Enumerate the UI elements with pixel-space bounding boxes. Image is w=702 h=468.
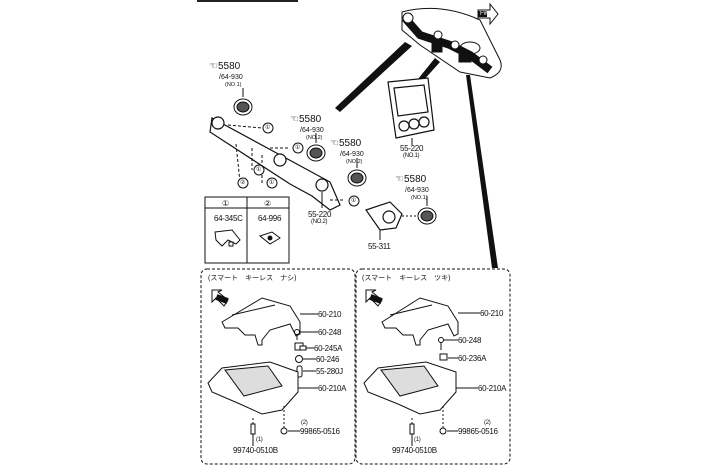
ref-part: /64-930 (219, 74, 243, 81)
right-screw2-part[interactable]: 99865-0516 (458, 427, 498, 436)
right-screw1-part[interactable]: 99740-0510B (392, 446, 437, 455)
ref-note: (NO.1) (225, 82, 242, 88)
part-60-246 (295, 355, 303, 363)
leader-wedge-left (335, 42, 412, 112)
left-label-4[interactable]: 55-280J (316, 367, 343, 376)
left-screw1-part[interactable]: 99740-0510B (233, 446, 278, 455)
callout-1: ① (295, 145, 301, 151)
vent-no2-a (306, 144, 326, 162)
screw-99740-right (409, 418, 415, 446)
left-box-title: (スマート キーレス ナシ) (208, 275, 297, 282)
ref-vent-no2-b[interactable]: ☜5580 /64-930 (NO.2) (330, 138, 364, 165)
clip-leaders (227, 124, 345, 201)
column-cover-upper-left (221, 297, 301, 346)
fwd-arrow-right-icon (365, 289, 383, 307)
part-60-236a (439, 353, 448, 361)
left-label-5[interactable]: 60-210A (318, 384, 347, 393)
left-screw2-qty: (2) (301, 420, 308, 426)
ref-part: /64-930 (340, 151, 364, 158)
callout-1: ① (351, 198, 357, 204)
right-label-1[interactable]: 60-248 (458, 336, 482, 345)
ref-note: (NO.2) (306, 135, 323, 141)
table-part-1[interactable]: 64-345C (214, 214, 243, 223)
part-60-245a (294, 342, 307, 351)
label-panel-lower[interactable]: 55-220 (308, 210, 332, 219)
ref-vent-no2-a[interactable]: ☜5580 /64-930 (NO.2) (290, 114, 324, 141)
screw-60-248-left (294, 329, 300, 340)
bezel-55-311 (365, 201, 403, 231)
ref-note: (NO.2) (346, 159, 363, 165)
left-detail-box (200, 268, 356, 465)
column-cover-lower-right (363, 361, 457, 415)
ref-number: 5580 (298, 114, 322, 125)
table-header-2: ② (264, 199, 271, 208)
left-label-0[interactable]: 60-210 (318, 310, 342, 319)
right-label-2[interactable]: 60-236A (458, 354, 487, 363)
ref-number: 5580 (403, 174, 427, 185)
vent-no1-right (417, 207, 437, 225)
screw-60-248-right (438, 337, 444, 350)
callout-1: ① (265, 125, 271, 131)
clip-64-345c-icon (214, 229, 241, 247)
left-screw1-qty: (1) (256, 437, 263, 443)
right-detail-box (355, 268, 511, 465)
label-bezel[interactable]: 55-311 (368, 242, 391, 251)
callout-1: ① (269, 180, 275, 186)
leader-wedge-mid (418, 58, 440, 82)
callout-2: ② (240, 180, 246, 186)
table-part-2[interactable]: 64-996 (258, 214, 282, 223)
center-panel-lower (209, 116, 341, 211)
left-label-3[interactable]: 60-246 (316, 355, 340, 364)
column-cover-lower-left (207, 361, 299, 415)
ref-number: 5580 (217, 61, 241, 72)
fwd-arrow-top-icon (477, 2, 499, 26)
left-label-1[interactable]: 60-248 (318, 328, 342, 337)
fwd-label-top: FWD (480, 11, 493, 17)
left-label-2[interactable]: 60-245A (314, 344, 343, 353)
right-screw1-qty: (1) (414, 437, 421, 443)
vent-no2-b (347, 169, 367, 187)
screw-99865-left (280, 406, 300, 435)
right-label-3[interactable]: 60-210A (478, 384, 507, 393)
screw-99865-right (439, 406, 458, 435)
callout-1: ① (256, 167, 262, 173)
screw-99740-left (250, 418, 256, 446)
right-box-title: (スマート キーレス ツキ) (362, 275, 451, 282)
ref-part: /64-930 (405, 187, 429, 194)
center-panel-upper (387, 77, 435, 139)
right-screw2-qty: (2) (484, 420, 491, 426)
left-screw2-part[interactable]: 99865-0516 (300, 427, 340, 436)
ref-vent-no1-left[interactable]: ☜5580 /64-930 (NO.1) (209, 61, 243, 88)
fastener-table (204, 196, 290, 264)
callout-circles (237, 122, 360, 207)
fwd-arrow-left-icon (211, 289, 229, 307)
label-panel-lower-note: (NO.2) (311, 219, 328, 225)
dashboard-overview (401, 7, 502, 79)
right-label-0[interactable]: 60-210 (480, 309, 504, 318)
label-panel-upper[interactable]: 55-220 (400, 144, 424, 153)
label-panel-upper-note: (NO.1) (403, 153, 420, 159)
table-header-1: ① (222, 199, 229, 208)
ref-part: /64-930 (300, 127, 324, 134)
vent-no1-left (233, 98, 253, 116)
ref-number: 5580 (338, 138, 362, 149)
nut-64-996-icon (258, 231, 281, 245)
column-cover-upper-right (381, 297, 459, 346)
ref-vent-no1-right[interactable]: ☜5580 /64-930 (NO.1) (395, 174, 429, 201)
leader-wedge-right (466, 75, 498, 268)
ref-note: (NO.1) (411, 195, 428, 201)
